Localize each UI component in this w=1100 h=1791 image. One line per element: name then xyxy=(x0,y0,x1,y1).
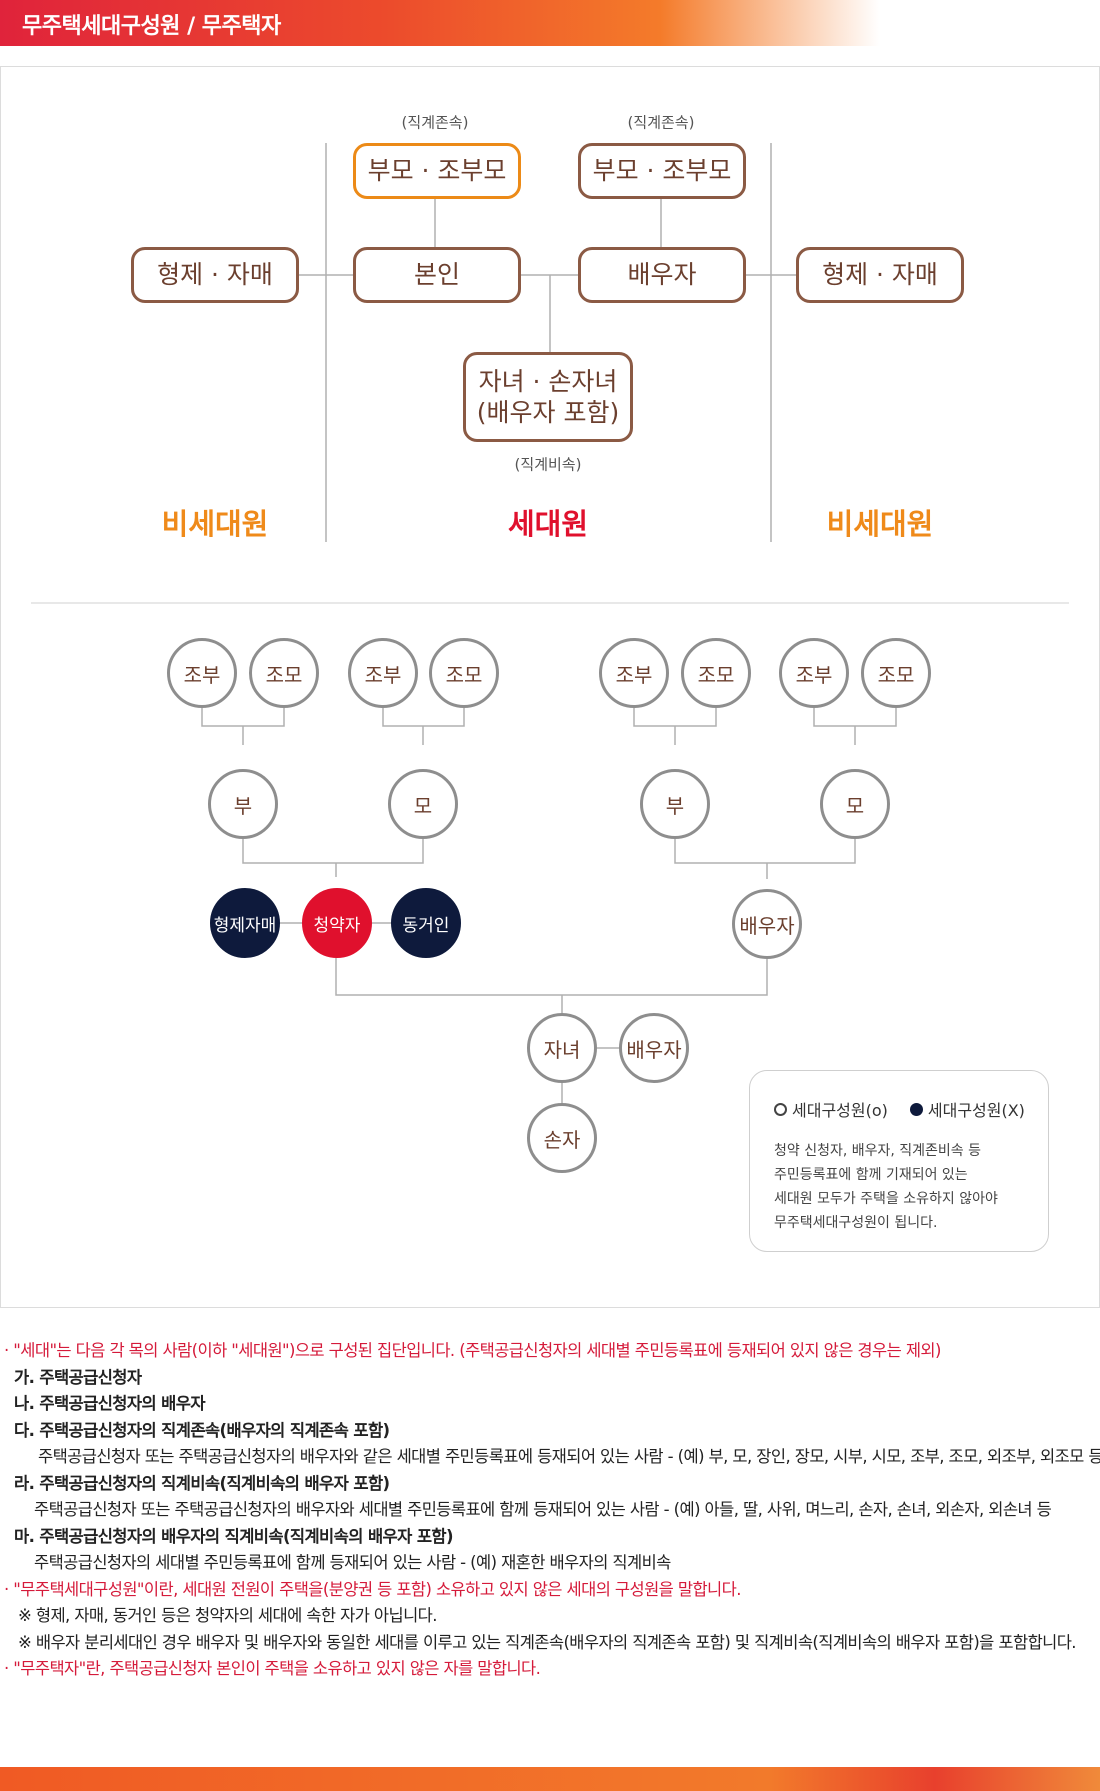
legend-desc-line: 세대원 모두가 주택을 소유하지 않아야 xyxy=(774,1191,998,1207)
member-label: 세대원 xyxy=(507,507,589,541)
page-title: 무주택세대구성원 / 무주택자 xyxy=(22,14,281,39)
node-grandchild: 손자 xyxy=(527,1103,597,1173)
box-parents-self: 부모 · 조부모 xyxy=(353,143,521,199)
footer-bar xyxy=(0,1767,1100,1791)
node-grandfather-3: 조부 xyxy=(599,638,669,708)
box-children: 자녀 · 손자녀 (배우자 포함) xyxy=(463,352,633,442)
note-item-ra: 라. 주택공급신청자의 직계비속(직계비속의 배우자 포함) xyxy=(14,1473,390,1493)
node-grandmother-3: 조모 xyxy=(681,638,751,708)
node-grandfather-4: 조부 xyxy=(779,638,849,708)
note-item-ma-detail: 주택공급신청자의 세대별 주민등록표에 함께 등재되어 있는 사람 - (예) … xyxy=(34,1553,671,1572)
diagram-panel: (직계존속) (직계존속) 부모 · 조부모 부모 · 조부모 형제 · 자매 … xyxy=(0,66,1100,1308)
box-spouse: 배우자 xyxy=(578,247,746,303)
member-o-icon xyxy=(774,1102,787,1116)
box-siblings-left: 형제 · 자매 xyxy=(131,247,299,303)
legend-member-x: 세대구성원(X) xyxy=(927,1101,1025,1120)
node-child: 자녀 xyxy=(527,1013,597,1083)
node-grandmother-1: 조모 xyxy=(249,638,319,708)
note-siblings-excluded: ※ 형제, 자매, 동거인 등은 청약자의 세대에 속한 자가 아닙니다. xyxy=(18,1606,437,1625)
note-item-na: 나. 주택공급신청자의 배우자 xyxy=(14,1394,206,1413)
connector-lines xyxy=(31,143,1069,1103)
node-siblings: 형제자매 xyxy=(210,888,280,958)
node-grandmother-4: 조모 xyxy=(861,638,931,708)
box-parents-spouse: 부모 · 조부모 xyxy=(578,143,746,199)
node-mother-spouse: 모 xyxy=(820,769,890,839)
note-item-ma: 마. 주택공급신청자의 배우자의 직계비속(직계비속의 배우자 포함) xyxy=(14,1526,454,1546)
note-item-da: 다. 주택공급신청자의 직계존속(배우자의 직계존속 포함) xyxy=(14,1420,390,1440)
non-member-label-right: 비세대원 xyxy=(826,507,934,541)
note-item-ga: 가. 주택공급신청자 xyxy=(14,1367,142,1387)
node-grandmother-2: 조모 xyxy=(429,638,499,708)
box-children-line2: (배우자 포함) xyxy=(476,398,620,427)
box-siblings-right: 형제 · 자매 xyxy=(796,247,964,303)
node-father-spouse: 부 xyxy=(640,769,710,839)
note-homeless-household-member: · "무주택세대구성원"이란, 세대원 전원이 주택을(분양권 등 포함) 소유… xyxy=(4,1579,741,1599)
legend-desc-line: 주민등록표에 함께 기재되어 있는 xyxy=(774,1167,968,1183)
note-household-definition: · "세대"는 다음 각 목의 사람(이하 "세대원")으로 구성된 집단입니다… xyxy=(4,1341,941,1360)
node-spouse: 배우자 xyxy=(732,889,802,959)
legend-description: 청약 신청자, 배우자, 직계존비속 등 주민등록표에 함께 기재되어 있는 세… xyxy=(774,1139,1034,1235)
legend-box: 세대구성원(o) 세대구성원(X) 청약 신청자, 배우자, 직계존비속 등 주… xyxy=(749,1070,1049,1252)
note-homeless-person: · "무주택자"란, 주택공급신청자 본인이 주택을 소유하고 있지 않은 자를… xyxy=(4,1659,541,1678)
note-item-ra-detail: 주택공급신청자 또는 주택공급신청자의 배우자와 세대별 주민등록표에 함께 등… xyxy=(34,1500,1052,1519)
node-applicant: 청약자 xyxy=(302,888,372,958)
legend-member-o: 세대구성원(o) xyxy=(792,1101,888,1120)
member-x-icon xyxy=(909,1102,923,1116)
non-member-label-left: 비세대원 xyxy=(161,507,269,541)
ascendant-caption-spouse: (직계존속) xyxy=(627,113,695,132)
box-self: 본인 xyxy=(353,247,521,303)
legend-keys: 세대구성원(o) 세대구성원(X) xyxy=(774,1097,1025,1121)
note-separated-spouse: ※ 배우자 분리세대인 경우 배우자 및 배우자와 동일한 세대를 이루고 있는… xyxy=(18,1632,1077,1652)
legend-desc-line: 청약 신청자, 배우자, 직계존비속 등 xyxy=(774,1143,982,1159)
node-grandfather-1: 조부 xyxy=(167,638,237,708)
node-father-applicant: 부 xyxy=(208,769,278,839)
legend-desc-line: 무주택세대구성원이 됩니다. xyxy=(774,1215,938,1231)
box-children-line1: 자녀 · 손자녀 xyxy=(478,366,618,396)
node-grandfather-2: 조부 xyxy=(348,638,418,708)
descendant-caption: (직계비속) xyxy=(514,455,582,474)
header-banner: 무주택세대구성원 / 무주택자 xyxy=(0,0,1100,46)
ascendant-caption-self: (직계존속) xyxy=(401,113,469,132)
node-mother-applicant: 모 xyxy=(388,769,458,839)
note-item-da-detail: 주택공급신청자 또는 주택공급신청자의 배우자와 같은 세대별 주민등록표에 등… xyxy=(38,1447,1100,1466)
notes-section: · "세대"는 다음 각 목의 사람(이하 "세대원")으로 구성된 집단입니다… xyxy=(0,1338,1100,1683)
node-cohabitant: 동거인 xyxy=(391,888,461,958)
node-child-spouse: 배우자 xyxy=(619,1013,689,1083)
